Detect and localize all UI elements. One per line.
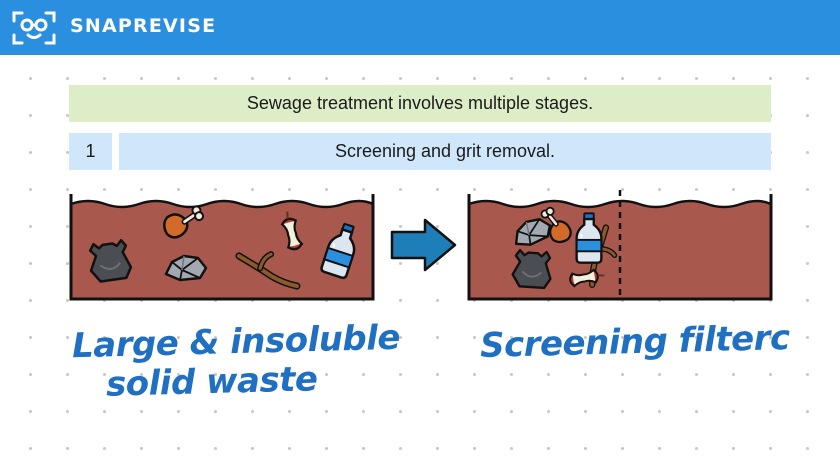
right-tank: [467, 190, 773, 301]
left-caption-line2: solid waste: [105, 359, 318, 405]
right-caption: Screening filterc: [479, 317, 791, 367]
robot-face-icon: [12, 11, 56, 45]
flow-arrow-icon: [390, 218, 457, 272]
step-title: Screening and grit removal.: [119, 133, 771, 170]
topic-banner: Sewage treatment involves multiple stage…: [69, 85, 771, 122]
left-tank: [69, 194, 375, 301]
header-bar: SNAPREVISE: [0, 0, 840, 55]
step-number: 1: [69, 133, 112, 170]
brand-name: SNAPREVISE: [70, 15, 217, 37]
plastic-bag-icon: [510, 248, 554, 290]
